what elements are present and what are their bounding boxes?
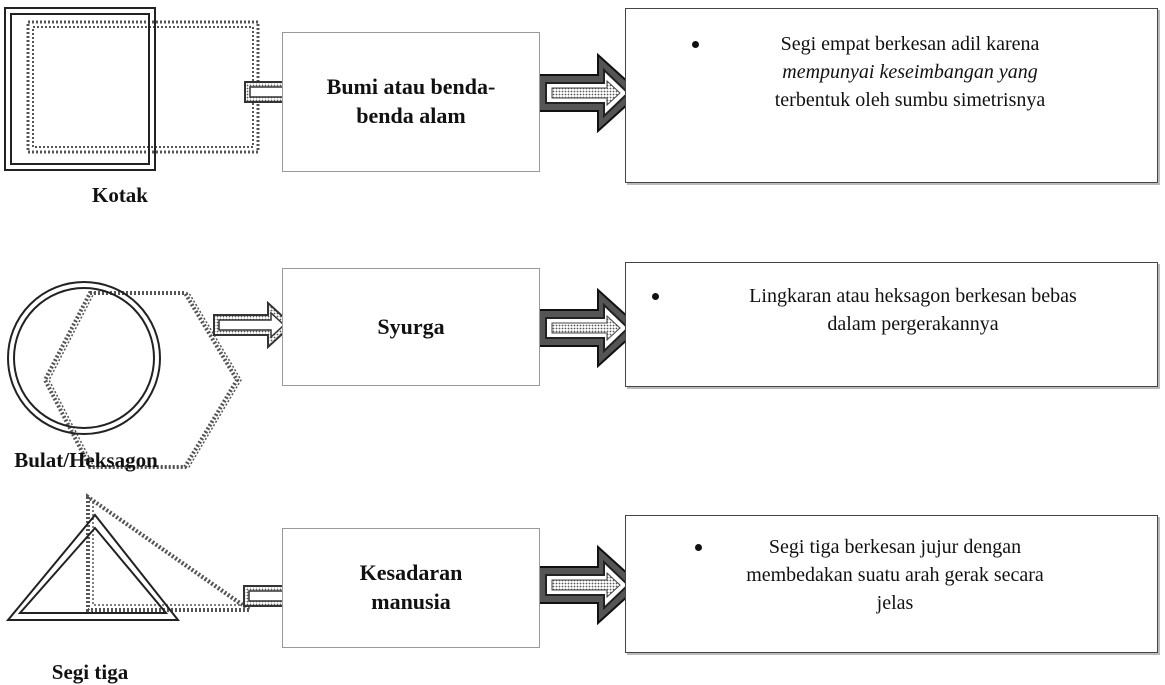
description-box-square <box>625 8 1158 183</box>
description-box-circle <box>625 262 1158 387</box>
description-line: jelas <box>876 592 914 614</box>
bullet-icon <box>692 41 699 48</box>
description-line-italic: mempunyai keseimbangan yang <box>782 61 1038 83</box>
bullet-icon <box>695 544 702 551</box>
shape-label-circle-hexagon: Bulat/Heksagon <box>14 448 158 472</box>
description-line: dalam pergerakannya <box>827 313 999 335</box>
shape-label-triangle: Segi tiga <box>51 660 129 684</box>
circle-hexagon-shape-icon <box>7 281 242 469</box>
meaning-box-awareness: Kesadaran manusia <box>282 528 540 648</box>
arrow-right-icon <box>213 300 294 350</box>
meaning-box-heaven: Syurga <box>282 268 540 386</box>
description-line: membedakan suatu arah gerak secara <box>746 564 1044 586</box>
triangle-shape-icon <box>5 493 257 621</box>
meaning-text: Bumi atau benda- benda alam <box>326 74 496 128</box>
description-text-circle: Lingkaran atau heksagon berkesan bebas d… <box>668 282 1158 338</box>
arrow-right-bold-icon <box>537 287 642 369</box>
description-box-triangle <box>625 515 1158 653</box>
meaning-box-earth: Bumi atau benda- benda alam <box>282 32 540 172</box>
description-line: Lingkaran atau heksagon berkesan bebas <box>749 285 1077 307</box>
square-shape-icon <box>4 7 260 171</box>
arrow-right-bold-icon <box>537 52 642 134</box>
meaning-text: Kesadaran manusia <box>359 560 463 614</box>
description-line: terbentuk oleh sumbu simetrisnya <box>774 89 1046 111</box>
bullet-icon <box>652 293 659 300</box>
description-text-triangle: Segi tiga berkesan jujur dengan membedak… <box>660 533 1130 617</box>
shape-label-square: Kotak <box>91 183 148 207</box>
meaning-text: Syurga <box>377 313 445 339</box>
arrow-right-bold-icon <box>537 544 642 626</box>
description-line: Segi empat berkesan adil karena <box>780 33 1040 55</box>
description-text-square: Segi empat berkesan adil karena mempunya… <box>680 30 1140 114</box>
description-line: Segi tiga berkesan jujur dengan <box>768 536 1022 558</box>
